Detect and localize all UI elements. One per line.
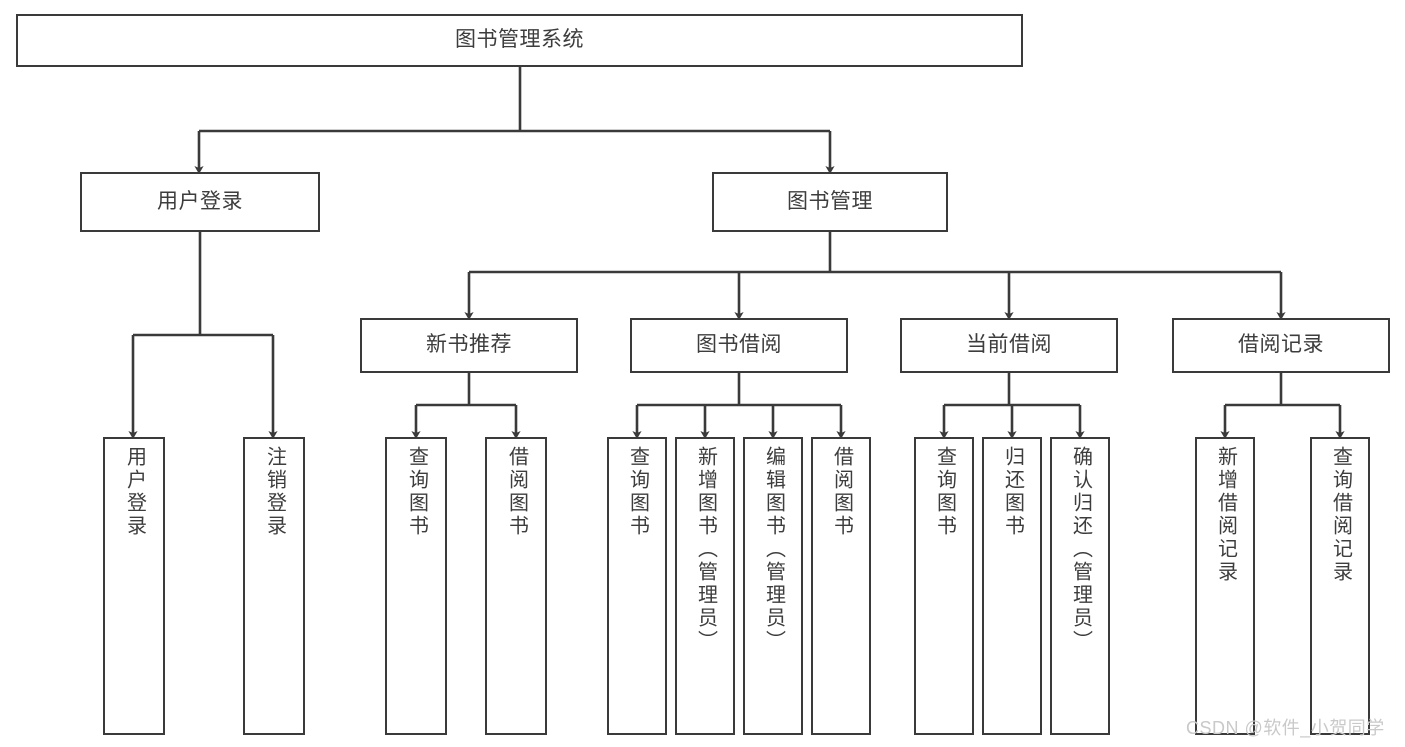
node-leaf-edit-book[interactable]: 编辑图书（管理员） bbox=[743, 437, 803, 735]
node-leaf-confirm-return[interactable]: 确认归还（管理员） bbox=[1050, 437, 1110, 735]
node-leaf-logout-label: 注销登录 bbox=[263, 446, 286, 538]
node-current-borrow-label: 当前借阅 bbox=[966, 333, 1052, 357]
node-book-borrow-label: 图书借阅 bbox=[696, 333, 782, 357]
node-leaf-query-book-2-label: 查询图书 bbox=[626, 446, 649, 538]
node-user-login-label: 用户登录 bbox=[157, 189, 243, 213]
node-user-login[interactable]: 用户登录 bbox=[80, 172, 320, 232]
node-leaf-confirm-return-label: 确认归还（管理员） bbox=[1069, 446, 1092, 653]
node-leaf-add-record-label: 新增借阅记录 bbox=[1214, 446, 1237, 584]
node-borrow-record[interactable]: 借阅记录 bbox=[1172, 318, 1390, 373]
node-new-book-recommend-label: 新书推荐 bbox=[426, 333, 512, 357]
node-leaf-add-book-label: 新增图书（管理员） bbox=[694, 446, 717, 653]
node-leaf-query-record[interactable]: 查询借阅记录 bbox=[1310, 437, 1370, 735]
node-new-book-recommend[interactable]: 新书推荐 bbox=[360, 318, 578, 373]
watermark: CSDN @软件_小贺同学 bbox=[1186, 718, 1385, 738]
node-leaf-borrow-book-1[interactable]: 借阅图书 bbox=[485, 437, 547, 735]
node-book-borrow[interactable]: 图书借阅 bbox=[630, 318, 848, 373]
node-leaf-borrow-book-2[interactable]: 借阅图书 bbox=[811, 437, 871, 735]
node-leaf-query-record-label: 查询借阅记录 bbox=[1329, 446, 1352, 584]
node-leaf-borrow-book-2-label: 借阅图书 bbox=[830, 446, 853, 538]
node-book-manage-label: 图书管理 bbox=[787, 189, 873, 213]
node-leaf-query-book-1[interactable]: 查询图书 bbox=[385, 437, 447, 735]
node-root-label: 图书管理系统 bbox=[455, 28, 584, 52]
node-leaf-query-book-3-label: 查询图书 bbox=[933, 446, 956, 538]
node-leaf-logout[interactable]: 注销登录 bbox=[243, 437, 305, 735]
node-leaf-query-book-2[interactable]: 查询图书 bbox=[607, 437, 667, 735]
node-leaf-edit-book-label: 编辑图书（管理员） bbox=[762, 446, 785, 653]
node-leaf-add-book[interactable]: 新增图书（管理员） bbox=[675, 437, 735, 735]
node-leaf-return-book[interactable]: 归还图书 bbox=[982, 437, 1042, 735]
node-leaf-query-book-1-label: 查询图书 bbox=[405, 446, 428, 538]
node-leaf-borrow-book-1-label: 借阅图书 bbox=[505, 446, 528, 538]
node-leaf-user-login-label: 用户登录 bbox=[123, 446, 146, 538]
node-book-manage[interactable]: 图书管理 bbox=[712, 172, 948, 232]
node-leaf-return-book-label: 归还图书 bbox=[1001, 446, 1024, 538]
node-leaf-query-book-3[interactable]: 查询图书 bbox=[914, 437, 974, 735]
node-leaf-user-login[interactable]: 用户登录 bbox=[103, 437, 165, 735]
node-leaf-add-record[interactable]: 新增借阅记录 bbox=[1195, 437, 1255, 735]
node-root[interactable]: 图书管理系统 bbox=[16, 14, 1023, 67]
node-borrow-record-label: 借阅记录 bbox=[1238, 333, 1324, 357]
node-current-borrow[interactable]: 当前借阅 bbox=[900, 318, 1118, 373]
